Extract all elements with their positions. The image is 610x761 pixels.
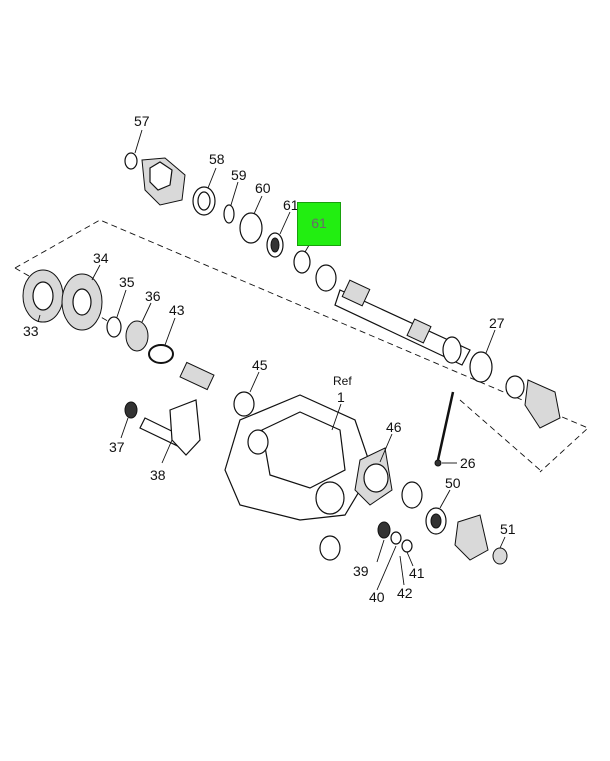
callout-ref: Ref bbox=[333, 374, 352, 388]
callout-58: 58 bbox=[209, 151, 225, 167]
callout-40: 40 bbox=[369, 589, 385, 605]
leader-lines bbox=[37, 129, 506, 591]
callout-34: 34 bbox=[93, 250, 109, 266]
transfer-case-housing bbox=[224, 394, 373, 521]
highlight-61-label: 61 bbox=[311, 215, 327, 231]
callout-38: 38 bbox=[150, 467, 166, 483]
callout-41: 41 bbox=[409, 565, 425, 581]
upper-shaft-assembly bbox=[124, 152, 471, 366]
callout-37: 37 bbox=[109, 439, 125, 455]
callout-51: 51 bbox=[500, 521, 516, 537]
callout-61-label: 61 bbox=[283, 197, 299, 213]
callout-35: 35 bbox=[119, 274, 135, 290]
callout-45: 45 bbox=[252, 357, 268, 373]
highlight-61-button[interactable]: 61 bbox=[297, 202, 341, 246]
callout-50: 50 bbox=[445, 475, 461, 491]
shift-fork bbox=[124, 399, 201, 456]
callout-1: 1 bbox=[337, 389, 345, 405]
callout-36: 36 bbox=[145, 288, 161, 304]
callout-27: 27 bbox=[489, 315, 505, 331]
callout-33: 33 bbox=[23, 323, 39, 339]
callout-57: 57 bbox=[134, 113, 150, 129]
callout-42: 42 bbox=[397, 585, 413, 601]
callout-60: 60 bbox=[255, 180, 271, 196]
callout-43: 43 bbox=[169, 302, 185, 318]
gear-cluster bbox=[22, 269, 255, 417]
output-components bbox=[319, 391, 508, 565]
callout-26: 26 bbox=[460, 455, 476, 471]
callout-59: 59 bbox=[231, 167, 247, 183]
callout-39: 39 bbox=[353, 563, 369, 579]
bearing-cup-assembly bbox=[442, 336, 561, 429]
callout-46: 46 bbox=[386, 419, 402, 435]
